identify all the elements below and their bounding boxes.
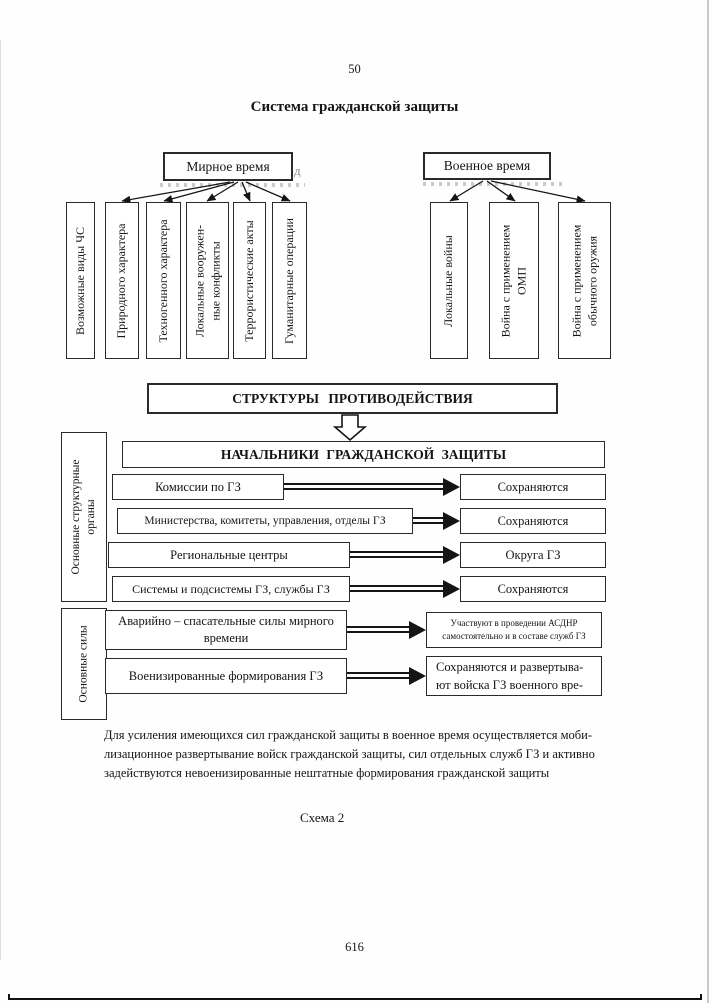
scan-edge-bottom	[8, 998, 702, 1000]
chiefs-title: НАЧАЛЬНИКИ ГРАЖДАНСКОЙ ЗАЩИТЫ	[220, 446, 507, 462]
row-arrow	[413, 517, 443, 524]
scan-edge-bottom-cap-left	[8, 994, 10, 1000]
organs-row-right: Округа ГЗ	[460, 542, 606, 568]
row-label: Сохраняются	[497, 581, 569, 596]
category-box-natural: Природного характера	[105, 202, 139, 359]
row-arrow	[284, 483, 443, 490]
category-label: Возможные виды ЧС	[72, 226, 87, 335]
category-box-humanitarian-ops: Гуманитарные операции	[272, 202, 307, 359]
structures-title: СТРУКТУРЫ ПРОТИВОДЕЙСТВИЯ	[232, 390, 473, 406]
category-label: Природного характера	[114, 223, 129, 338]
chiefs-title-box: НАЧАЛЬНИКИ ГРАЖДАНСКОЙ ЗАЩИТЫ	[122, 441, 605, 468]
category-box-local-armed-conflicts: Локальные вооружен- ные конфликты	[186, 202, 229, 359]
organs-row-right: Сохраняются	[460, 576, 606, 602]
organs-row-right: Сохраняются	[460, 474, 606, 500]
row-label: Военизированные формирования ГЗ	[128, 668, 324, 683]
forces-row-left: Аварийно – спасательные силы мирного вре…	[105, 610, 347, 650]
forces-section-bracket: Основные силы	[61, 608, 107, 720]
organs-row-left: Региональные центры	[108, 542, 350, 568]
row-label: Системы и подсистемы ГЗ, службы ГЗ	[132, 581, 330, 596]
row-arrow	[350, 551, 443, 558]
category-box-war-wmd: Война с применением ОМП	[489, 202, 539, 359]
organs-section-label: Основные структурные органы	[70, 459, 97, 575]
forces-row-right: Сохраняются и развертыва- ют войска ГЗ в…	[426, 656, 602, 696]
row-label: Сохраняются и развертыва- ют войска ГЗ в…	[436, 659, 584, 692]
scan-artifact-glyph: д	[294, 163, 301, 178]
row-label: Сохраняются	[497, 479, 569, 494]
row-label: Министерства, комитеты, управления, отде…	[144, 515, 386, 527]
wartime-header-box: Военное время	[423, 152, 551, 180]
organs-row-left: Министерства, комитеты, управления, отде…	[117, 508, 413, 534]
category-label: Гуманитарные операции	[281, 217, 296, 344]
row-label: Округа ГЗ	[505, 547, 561, 562]
category-box-emergency-types: Возможные виды ЧС	[66, 202, 95, 359]
category-box-technogenic: Техногенного характера	[146, 202, 181, 359]
scan-edge-right	[707, 0, 709, 1003]
category-box-terrorist-acts: Террористические акты	[233, 202, 266, 359]
row-arrow	[350, 585, 443, 592]
organs-row-left: Системы и подсистемы ГЗ, службы ГЗ	[112, 576, 350, 602]
row-label: Региональные центры	[170, 547, 288, 562]
row-label: Сохраняются	[497, 513, 569, 528]
page-number-top: 50	[348, 62, 361, 76]
peacetime-header-box: Мирное время	[163, 152, 293, 181]
row-arrow	[347, 626, 409, 633]
scan-noise-under-wartime	[423, 182, 563, 186]
scan-edge-bottom-cap-right	[700, 994, 702, 1000]
category-label: Локальные войны	[441, 234, 456, 327]
row-arrow	[347, 672, 409, 679]
footnote-paragraph: Для усиления имеющихся сил гражданской з…	[104, 728, 595, 780]
category-box-local-wars: Локальные войны	[430, 202, 468, 359]
wartime-header-label: Военное время	[443, 158, 531, 173]
scan-edge-left	[0, 40, 1, 960]
row-label: Участвуют в проведении АСДНР самостоятел…	[442, 617, 586, 641]
organs-row-right: Сохраняются	[460, 508, 606, 534]
category-label: Локальные вооружен- ные конфликты	[191, 224, 222, 337]
category-label: Техногенного характера	[155, 218, 170, 343]
page-title: Система гражданской защиты	[250, 99, 459, 115]
row-label: Аварийно – спасательные силы мирного вре…	[118, 614, 334, 645]
organs-section-bracket: Основные структурные органы	[61, 432, 107, 602]
fan-arrows	[121, 180, 586, 204]
category-label: Террористические акты	[241, 219, 256, 342]
row-label: Комиссии по ГЗ	[155, 479, 241, 494]
forces-section-label: Основные силы	[77, 625, 90, 703]
category-label: Война с применением обычного оружия	[568, 224, 599, 337]
page-number-bottom: 616	[345, 940, 364, 954]
scheme-caption: Схема 2	[300, 810, 345, 825]
category-box-war-conventional: Война с применением обычного оружия	[558, 202, 611, 359]
organs-row-left: Комиссии по ГЗ	[112, 474, 284, 500]
forces-row-right: Участвуют в проведении АСДНР самостоятел…	[426, 612, 602, 648]
peacetime-header-label: Мирное время	[186, 158, 270, 174]
block-down-arrow	[332, 414, 368, 442]
structures-title-box: СТРУКТУРЫ ПРОТИВОДЕЙСТВИЯ	[147, 383, 558, 414]
forces-row-left: Военизированные формирования ГЗ	[105, 658, 347, 694]
category-label: Война с применением ОМП	[498, 224, 528, 337]
